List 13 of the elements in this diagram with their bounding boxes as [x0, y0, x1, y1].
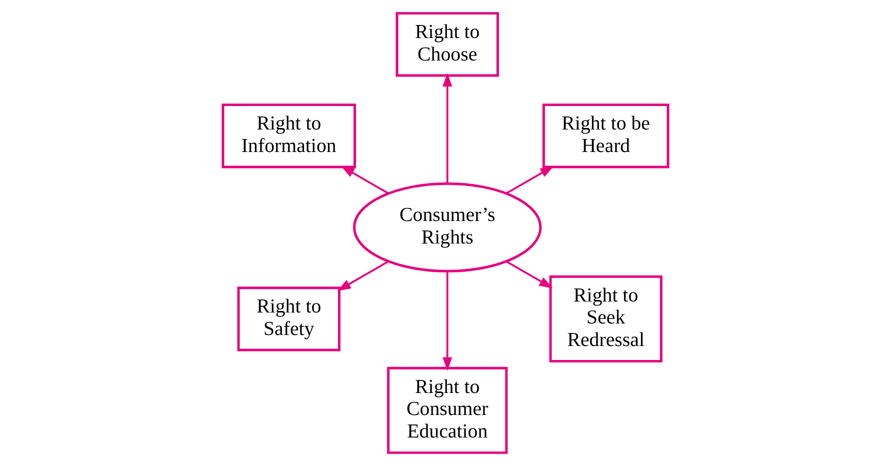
node-box: Right to Information	[222, 104, 356, 168]
node-box: Right to Choose	[396, 12, 499, 77]
arrow	[337, 260, 389, 292]
arrow	[506, 166, 554, 194]
arrow	[506, 260, 553, 288]
arrow	[442, 272, 452, 371]
node-ellipse: Consumer’s Rights	[352, 182, 542, 272]
arrow	[442, 72, 452, 184]
node-box: Right to Consumer Education	[387, 366, 508, 454]
node-box: Right to Seek Redressal	[549, 275, 662, 362]
node-box: Right to Safety	[237, 286, 340, 352]
node-box: Right to be Heard	[542, 104, 670, 168]
arrow	[340, 166, 389, 194]
